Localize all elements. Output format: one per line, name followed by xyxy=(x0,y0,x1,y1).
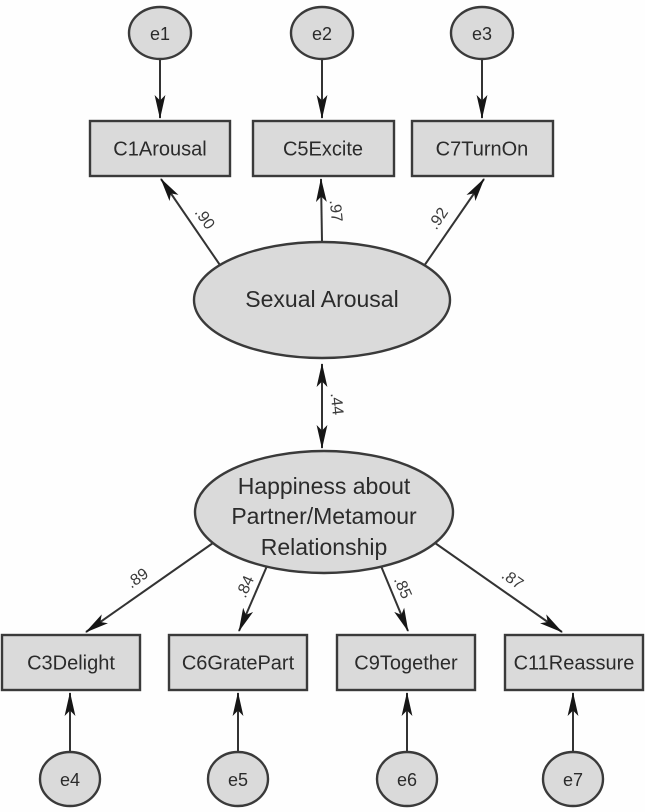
c9together-label: C9Together xyxy=(354,652,458,674)
arrow-factor1-to-c7turnon xyxy=(423,178,485,267)
e7-label: e7 xyxy=(563,770,583,790)
observed-node-c9together: C9Together xyxy=(335,633,477,692)
error-node-e7: e7 xyxy=(541,750,605,808)
error-node-e6: e6 xyxy=(375,750,439,808)
c1arousal-rect xyxy=(88,119,232,178)
observed-node-c1arousal: C1Arousal xyxy=(88,119,232,178)
arrow-factor2-to-c6gratepart xyxy=(238,565,268,632)
e4-label: e4 xyxy=(60,770,80,790)
happiness-ellipse xyxy=(193,449,455,575)
c3delight-rect xyxy=(0,633,142,692)
c5excite-label: C5Excite xyxy=(283,138,363,160)
e2-circle xyxy=(289,5,355,61)
c1arousal-label: C1Arousal xyxy=(113,138,206,160)
arrow-factor1-to-c5excite xyxy=(315,178,327,243)
e1-circle xyxy=(127,5,193,61)
loading-label-c5excite: .97 xyxy=(326,199,345,223)
error-node-e5: e5 xyxy=(206,750,270,808)
happiness-label-line1: Happiness about xyxy=(238,473,411,499)
e2-label: e2 xyxy=(312,24,332,44)
happiness-label-line2: Partner/Metamour xyxy=(231,503,417,529)
e3-circle xyxy=(449,5,515,61)
observed-node-c11reassure: C11Reassure xyxy=(503,633,645,692)
e4-circle xyxy=(38,750,102,808)
e5-circle xyxy=(206,750,270,808)
c3delight-label: C3Delight xyxy=(27,652,115,674)
arrow-factor2-to-c9together xyxy=(380,565,409,632)
error-node-e4: e4 xyxy=(38,750,102,808)
c11reassure-rect xyxy=(503,633,645,692)
observed-node-c3delight: C3Delight xyxy=(0,633,142,692)
sexual-arousal-ellipse xyxy=(192,240,452,360)
e6-circle xyxy=(375,750,439,808)
e6-label: e6 xyxy=(397,770,417,790)
observed-node-c6gratepart: C6GratePart xyxy=(167,633,309,692)
error-node-e3: e3 xyxy=(449,5,515,61)
covariance-label: .44 xyxy=(327,392,346,416)
loading-label-c7turnon: .92 xyxy=(425,205,452,233)
e3-label: e3 xyxy=(472,24,492,44)
arrow-factor1-to-c1arousal xyxy=(160,178,223,269)
c5excite-rect xyxy=(251,119,396,178)
c7turnon-label: C7TurnOn xyxy=(436,138,529,160)
error-node-e1: e1 xyxy=(127,5,193,61)
latent-node-sexual-arousal: Sexual Arousal xyxy=(192,240,452,360)
c6gratepart-label: C6GratePart xyxy=(182,652,295,674)
e1-label: e1 xyxy=(150,24,170,44)
happiness-label-line3: Relationship xyxy=(261,534,388,560)
error-node-e2: e2 xyxy=(289,5,355,61)
e7-circle xyxy=(541,750,605,808)
c7turnon-rect xyxy=(410,119,555,178)
c9together-rect xyxy=(335,633,477,692)
sexual-arousal-label: Sexual Arousal xyxy=(245,286,398,312)
arrow-factor2-to-c11reassure xyxy=(434,542,563,633)
c11reassure-label: C11Reassure xyxy=(514,652,635,674)
latent-node-happiness: Happiness about Partner/Metamour Relatio… xyxy=(193,449,455,575)
observed-node-c5excite: C5Excite xyxy=(251,119,396,178)
e5-label: e5 xyxy=(228,770,248,790)
arrow-factor2-to-c3delight xyxy=(85,542,214,633)
observed-node-c7turnon: C7TurnOn xyxy=(410,119,555,178)
c6gratepart-rect xyxy=(167,633,309,692)
